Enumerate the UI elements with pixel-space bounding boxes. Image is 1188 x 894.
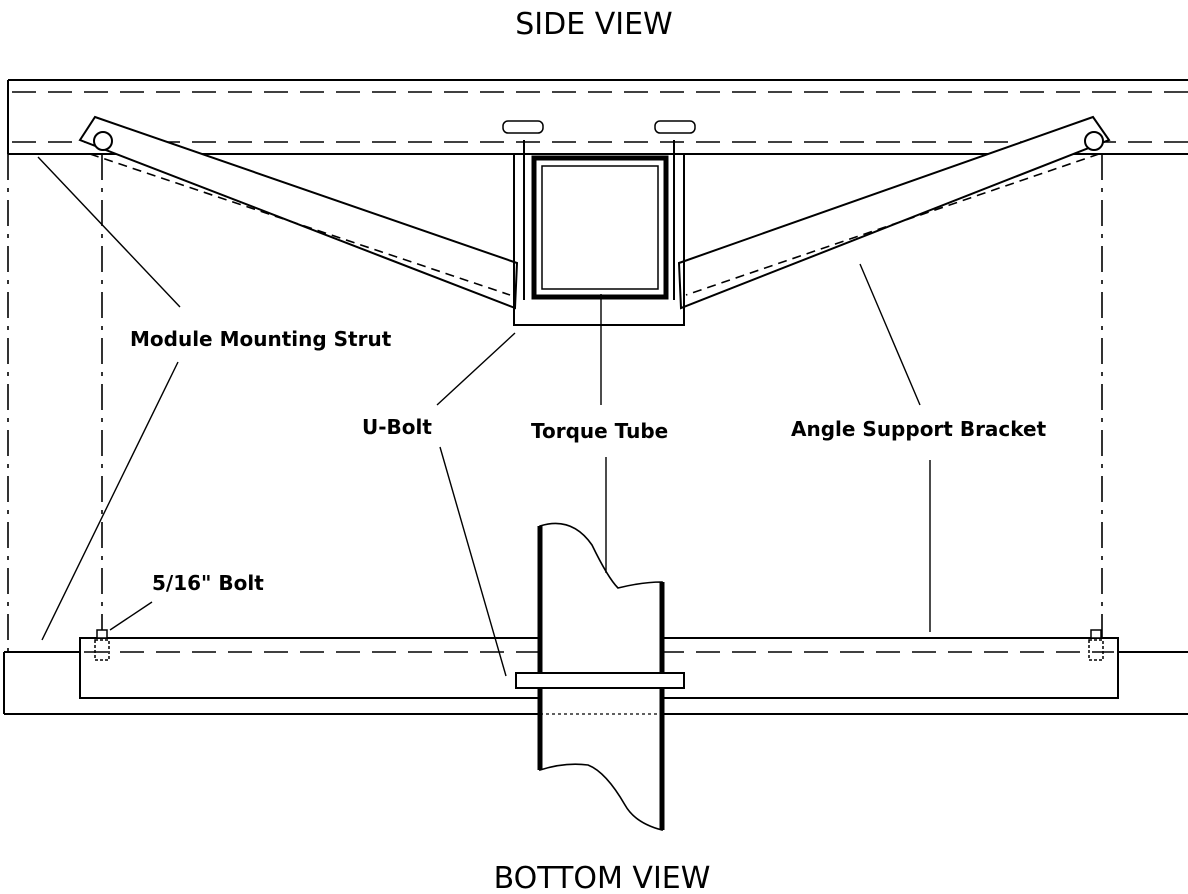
module-mounting-strut-label: Module Mounting Strut (130, 327, 392, 351)
bolt-right (1088, 629, 1104, 661)
angle-support-bracket-left (78, 115, 519, 310)
side-view-title: SIDE VIEW (515, 7, 672, 42)
bolt-label: 5/16" Bolt (152, 571, 264, 595)
angle-support-bracket-right (677, 115, 1111, 310)
torque-tube-label: Torque Tube (531, 419, 668, 443)
projection-lines (7, 154, 1103, 655)
u-bolt-label: U-Bolt (362, 415, 432, 439)
side-view-u-bolt (502, 120, 696, 326)
side-view-strut (7, 79, 1188, 155)
bottom-view-title: BOTTOM VIEW (494, 861, 711, 894)
angle-support-bracket-label: Angle Support Bracket (791, 417, 1047, 441)
torque-tube-section (531, 155, 669, 300)
bottom-view-u-bolt (515, 672, 685, 689)
bolt-left (94, 629, 110, 661)
leader-lines (37, 156, 931, 677)
